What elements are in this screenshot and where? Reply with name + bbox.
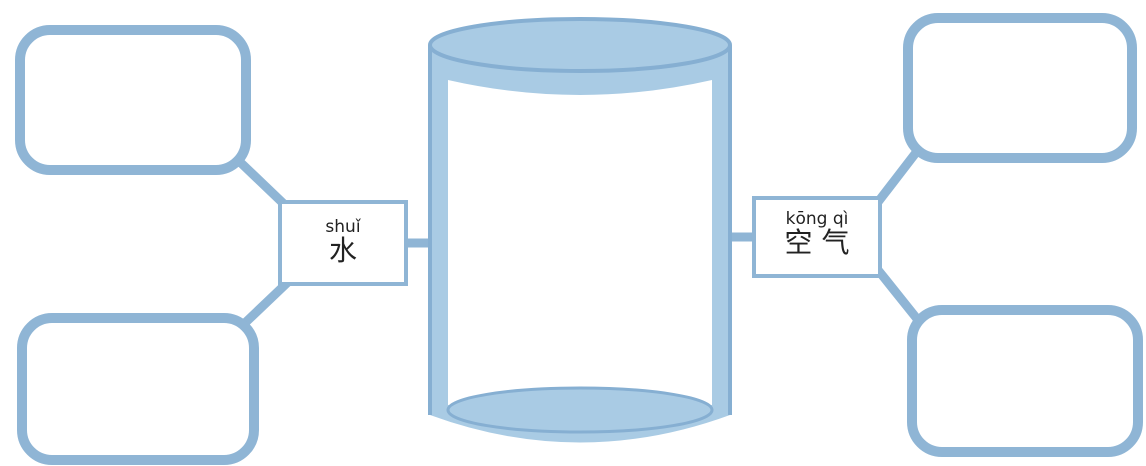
label-box-water: shuǐ 水 [278, 200, 408, 286]
label-box-air: kōng qì 空 气 [752, 196, 882, 278]
connector-water-bottom-left [246, 282, 288, 322]
hanzi-water: 水 [282, 236, 404, 266]
hanzi-air: 空 气 [756, 228, 878, 258]
cylinder-top-ellipse [430, 19, 730, 71]
connector-air-top-right [878, 150, 918, 202]
answer-box-top-left[interactable] [20, 30, 246, 170]
answer-box-top-right[interactable] [908, 18, 1132, 158]
answer-box-bottom-left[interactable] [22, 318, 254, 460]
cylinder-inner-face [448, 80, 712, 405]
connector-air-bottom-right [878, 270, 918, 320]
cylinder [430, 19, 730, 443]
cylinder-bottom-ellipse [448, 388, 712, 432]
answer-box-bottom-right[interactable] [912, 310, 1138, 452]
